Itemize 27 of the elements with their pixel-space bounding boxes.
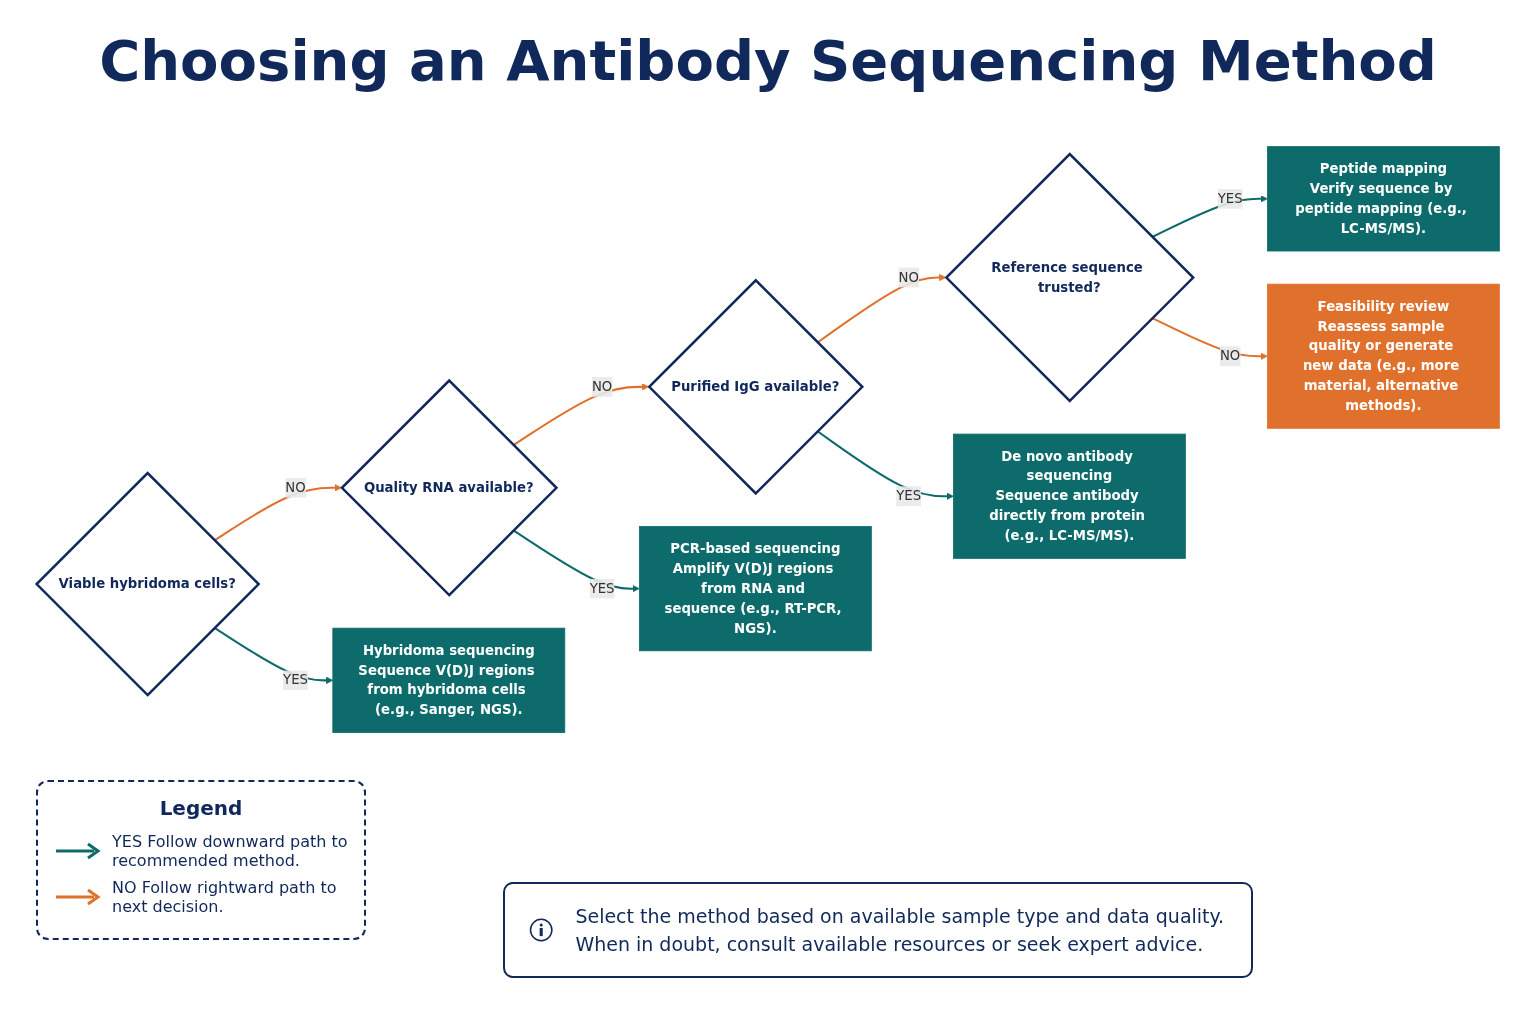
edge-label: NO	[285, 479, 306, 496]
node-diamond: Quality RNA available?	[340, 379, 559, 598]
edge-label: NO	[591, 378, 613, 395]
diagram-title: Choosing an Antibody Sequencing Method	[98, 28, 1438, 93]
arrow	[816, 274, 947, 344]
arrow	[1151, 317, 1268, 361]
node-diamond: Purified IgG available?	[647, 278, 865, 496]
edge-label: YES	[896, 488, 922, 505]
edge-label: YES	[589, 580, 615, 597]
note-text: Select the method based on available sample type and data quality. When in doubt, consult available resources or seek expert advice.	[575, 903, 1226, 957]
edge-label: NO	[898, 269, 919, 286]
edge-label: YES	[1217, 190, 1243, 207]
node-box: PCR-based sequencing Amplify V(D)J regions from RNA and sequence (e.g., RT-PCR, NGS).	[638, 526, 872, 652]
arrow	[512, 383, 650, 447]
node-diamond: Viable hybridoma cells?	[34, 471, 261, 698]
node-diamond: Reference sequence trusted?	[944, 152, 1195, 404]
node-box: Peptide mapping Verify sequence by peptide mapping (e.g., LC-MS/MS).	[1267, 146, 1500, 252]
edge-label: NO	[1219, 348, 1241, 365]
arrow	[816, 430, 954, 501]
edge-label: YES	[283, 672, 308, 689]
legend-text: NO Follow rightward path to next decision.	[112, 878, 338, 916]
legend-text: YES Follow downward path to recommended method.	[112, 832, 348, 870]
node-box: Feasibility review Reassess sample quality or generate new data (e.g., more material, alternative methods).	[1267, 284, 1500, 430]
arrow	[213, 484, 342, 542]
legend-title: Legend	[158, 796, 244, 820]
node-box: De novo antibody sequencing Sequence antibody directly from protein (e.g., LC-MS/MS).	[952, 434, 1186, 560]
node-box: Hybridoma sequencing Sequence V(D)J regions from hybridoma cells (e.g., Sanger, NGS).	[332, 628, 566, 734]
